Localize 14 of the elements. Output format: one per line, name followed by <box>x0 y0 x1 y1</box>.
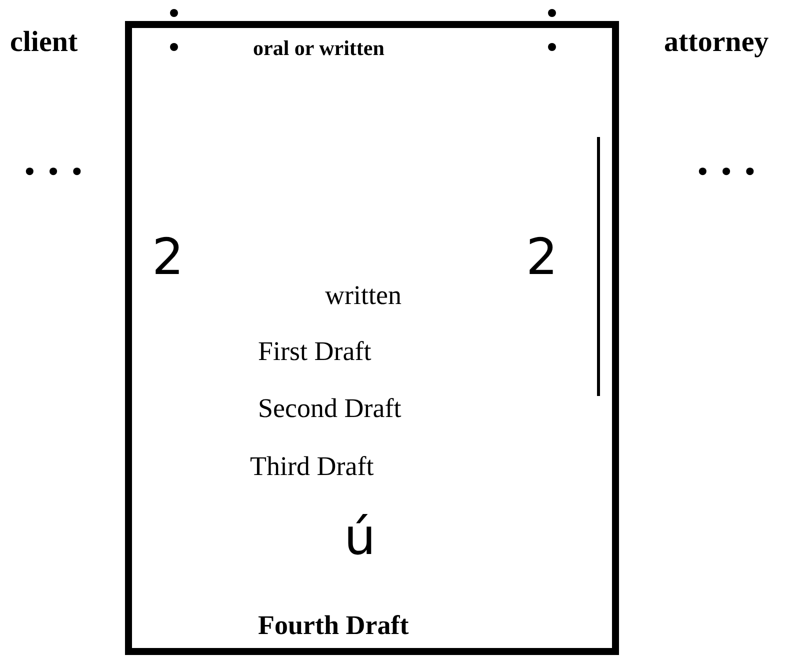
draft-label: Fourth Draft <box>258 612 409 639</box>
party-label: client <box>10 28 78 57</box>
frame-box <box>125 21 619 655</box>
box-heading: oral or written <box>253 38 384 59</box>
draft-label: Second Draft <box>258 395 402 422</box>
number-glyph: 2 <box>152 232 184 282</box>
symbol-glyph: ú <box>344 512 376 562</box>
draft-label: Third Draft <box>250 453 374 480</box>
draft-label: written <box>325 282 402 309</box>
number-glyph: 2 <box>526 232 558 282</box>
ellipsis-mark: • • • <box>22 160 85 186</box>
ellipsis-mark: • • • <box>695 160 758 186</box>
draft-label: First Draft <box>258 338 372 365</box>
party-label: attorney <box>664 28 769 57</box>
